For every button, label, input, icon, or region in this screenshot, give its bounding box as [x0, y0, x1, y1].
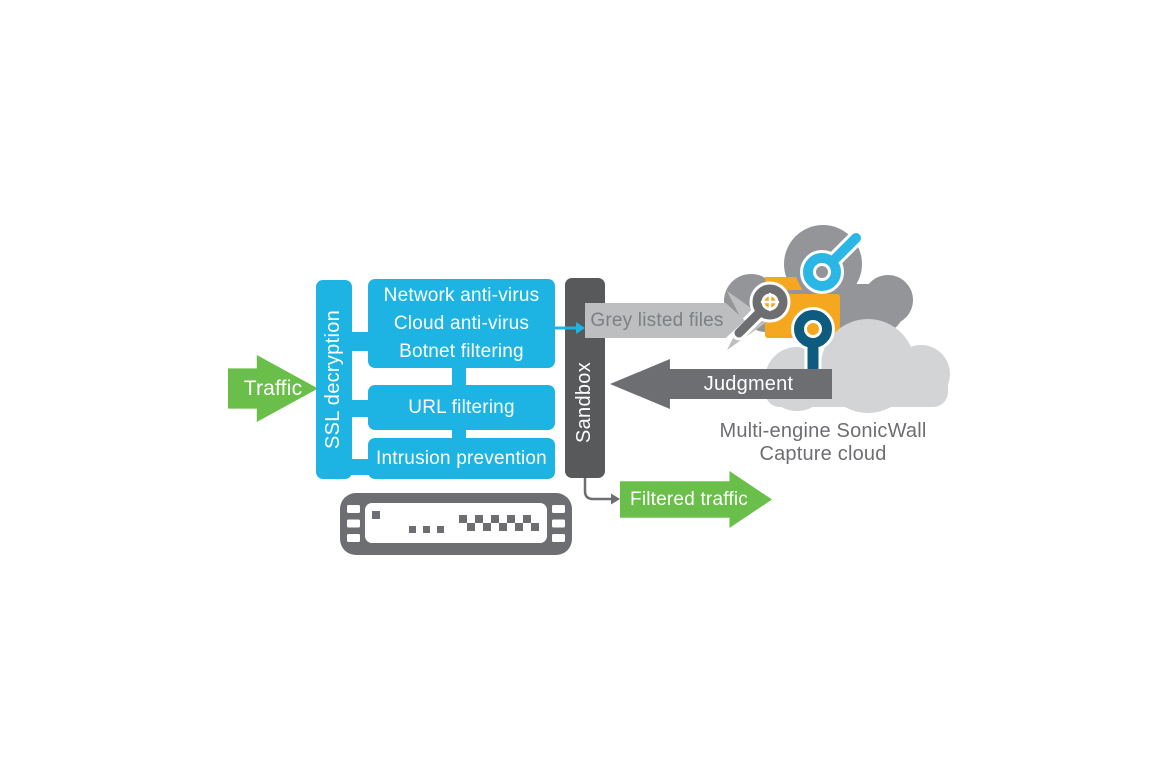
grey-listed-files-arrow: Grey listed files [585, 303, 745, 338]
caption-line2: Capture cloud [759, 443, 887, 465]
connector-ssl-box3 [350, 459, 370, 475]
connector-box1-box2 [452, 364, 466, 389]
box1-line3: Botnet filtering [399, 340, 524, 362]
firewall-appliance-icon [340, 493, 572, 555]
box1-line1: Network anti-virus [383, 284, 540, 306]
url-filtering-box: URL filtering [368, 385, 555, 430]
box3-label: Intrusion prevention [376, 447, 547, 469]
filtered-traffic-label: Filtered traffic [630, 488, 748, 510]
traffic-arrow-label: Traffic [243, 376, 303, 400]
ssl-decryption-bar: SSL decryption [316, 280, 352, 479]
capture-cloud-caption: Multi-engine SonicWall Capture cloud [673, 420, 973, 466]
ssl-decryption-label: SSL decryption [322, 309, 345, 450]
magnifier-grey-icon [731, 281, 791, 341]
connector-ssl-box1 [350, 332, 370, 351]
box1-line2: Cloud anti-virus [393, 312, 530, 334]
antivirus-filtering-box: Network anti-virus Cloud anti-virus Botn… [368, 279, 555, 368]
appliance-led-pattern [372, 511, 539, 533]
stack-to-sandbox-arrow [554, 322, 585, 334]
sandbox-to-filtered-connector [583, 478, 620, 505]
sandbox-label: Sandbox [573, 361, 596, 443]
judgment-arrow-label: Judgment [703, 372, 794, 395]
grey-listed-files-label: Grey listed files [590, 309, 724, 331]
caption-line1: Multi-engine SonicWall [719, 420, 927, 442]
connector-ssl-box2 [350, 400, 370, 417]
box2-label: URL filtering [408, 396, 515, 418]
magnifier-cyan-icon [800, 230, 864, 294]
intrusion-prevention-box: Intrusion prevention [368, 438, 555, 479]
